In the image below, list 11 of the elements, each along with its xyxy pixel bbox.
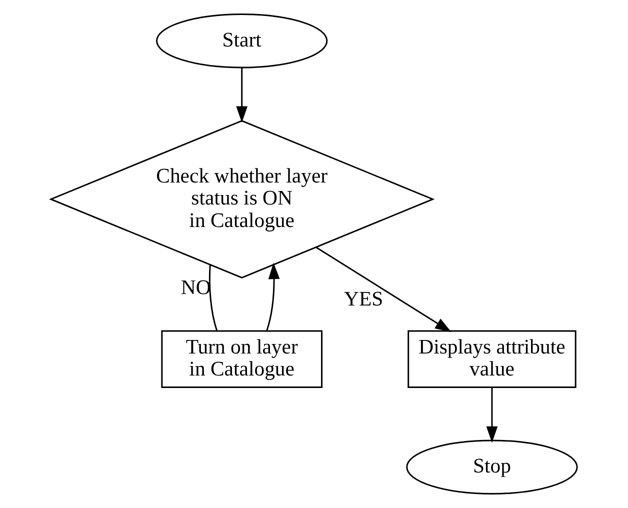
node-box: Displays attribute value (408, 330, 576, 388)
arrow (236, 68, 248, 123)
node-ellipse: Start (156, 14, 328, 68)
connector (208, 264, 218, 332)
node-box: Turn on layer in Catalogue (161, 330, 322, 388)
node-ellipse: Stop (406, 440, 578, 494)
edge-label: NO (180, 277, 211, 300)
arrow (266, 262, 280, 332)
arrow (486, 388, 498, 443)
edge-label: YES (344, 288, 384, 311)
arrow (316, 246, 452, 332)
